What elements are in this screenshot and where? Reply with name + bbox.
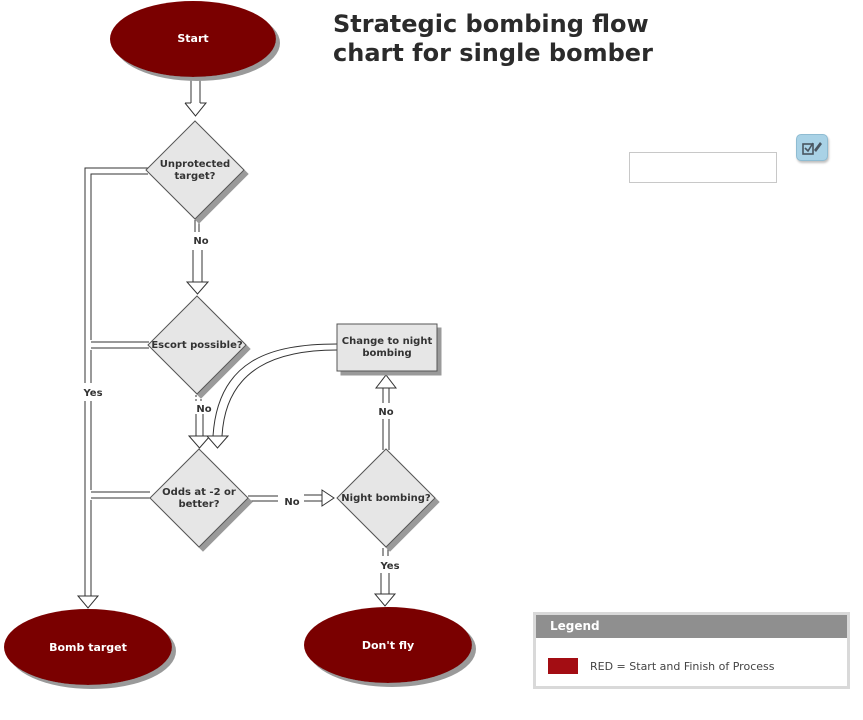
edit-checklist-icon xyxy=(802,141,822,155)
legend-item-label: RED = Start and Finish of Process xyxy=(590,659,775,673)
legend-panel: Legend RED = Start and Finish of Process xyxy=(533,612,850,689)
node-change-label-2: bombing xyxy=(362,348,411,359)
node-unprotected-label-1: Unprotected xyxy=(160,159,230,170)
arrow-odds-to-night xyxy=(248,489,335,507)
edge-label-night-yes: Yes xyxy=(379,561,399,572)
arrow-night-to-dontfly xyxy=(373,548,397,607)
terminal-shape xyxy=(110,1,276,77)
node-bomb-target-label: Bomb target xyxy=(49,641,127,654)
node-unprotected[interactable] xyxy=(145,120,245,220)
node-dont-fly[interactable] xyxy=(304,607,472,683)
node-odds-label-1: Odds at -2 or xyxy=(162,487,236,498)
arrow-night-to-change xyxy=(374,374,398,450)
node-night-label: Night bombing? xyxy=(341,493,431,504)
legend-swatch-red xyxy=(548,658,578,674)
node-night[interactable] xyxy=(336,448,436,548)
edit-button[interactable] xyxy=(796,134,828,161)
title-line-1: Strategic bombing flow xyxy=(333,10,649,38)
legend-header: Legend xyxy=(536,615,847,638)
node-odds-label-2: better? xyxy=(178,499,219,510)
arrow-escort-to-odds xyxy=(187,395,212,449)
page-title: Strategic bombing flow chart for single … xyxy=(333,10,673,68)
node-change-label-1: Change to night xyxy=(342,336,433,347)
edge-label-odds-no: No xyxy=(284,497,299,508)
arrow-change-to-odds xyxy=(205,343,338,449)
node-change[interactable] xyxy=(336,323,438,372)
edge-label-yes: Yes xyxy=(82,388,102,399)
arrow-yes-trunk xyxy=(76,167,150,609)
node-dont-fly-label: Don't fly xyxy=(362,639,414,652)
arrow-start-to-unprotected xyxy=(184,79,208,117)
node-odds[interactable] xyxy=(149,448,249,548)
edge-label-escort-no: No xyxy=(196,404,211,415)
node-unprotected-label-2: target? xyxy=(175,171,216,182)
note-input[interactable] xyxy=(629,152,777,183)
edge-label-unprotected-no: No xyxy=(193,236,208,247)
arrow-unprotected-to-escort xyxy=(185,220,210,295)
node-start[interactable] xyxy=(110,1,276,77)
legend-item: RED = Start and Finish of Process xyxy=(548,658,774,674)
title-line-2: chart for single bomber xyxy=(333,39,653,67)
node-start-label: Start xyxy=(177,32,208,45)
node-escort-label: Escort possible? xyxy=(151,340,243,351)
node-bomb-target[interactable] xyxy=(4,609,172,685)
connectors xyxy=(76,79,398,609)
node-escort[interactable] xyxy=(147,295,247,395)
edge-label-night-no: No xyxy=(378,407,393,418)
